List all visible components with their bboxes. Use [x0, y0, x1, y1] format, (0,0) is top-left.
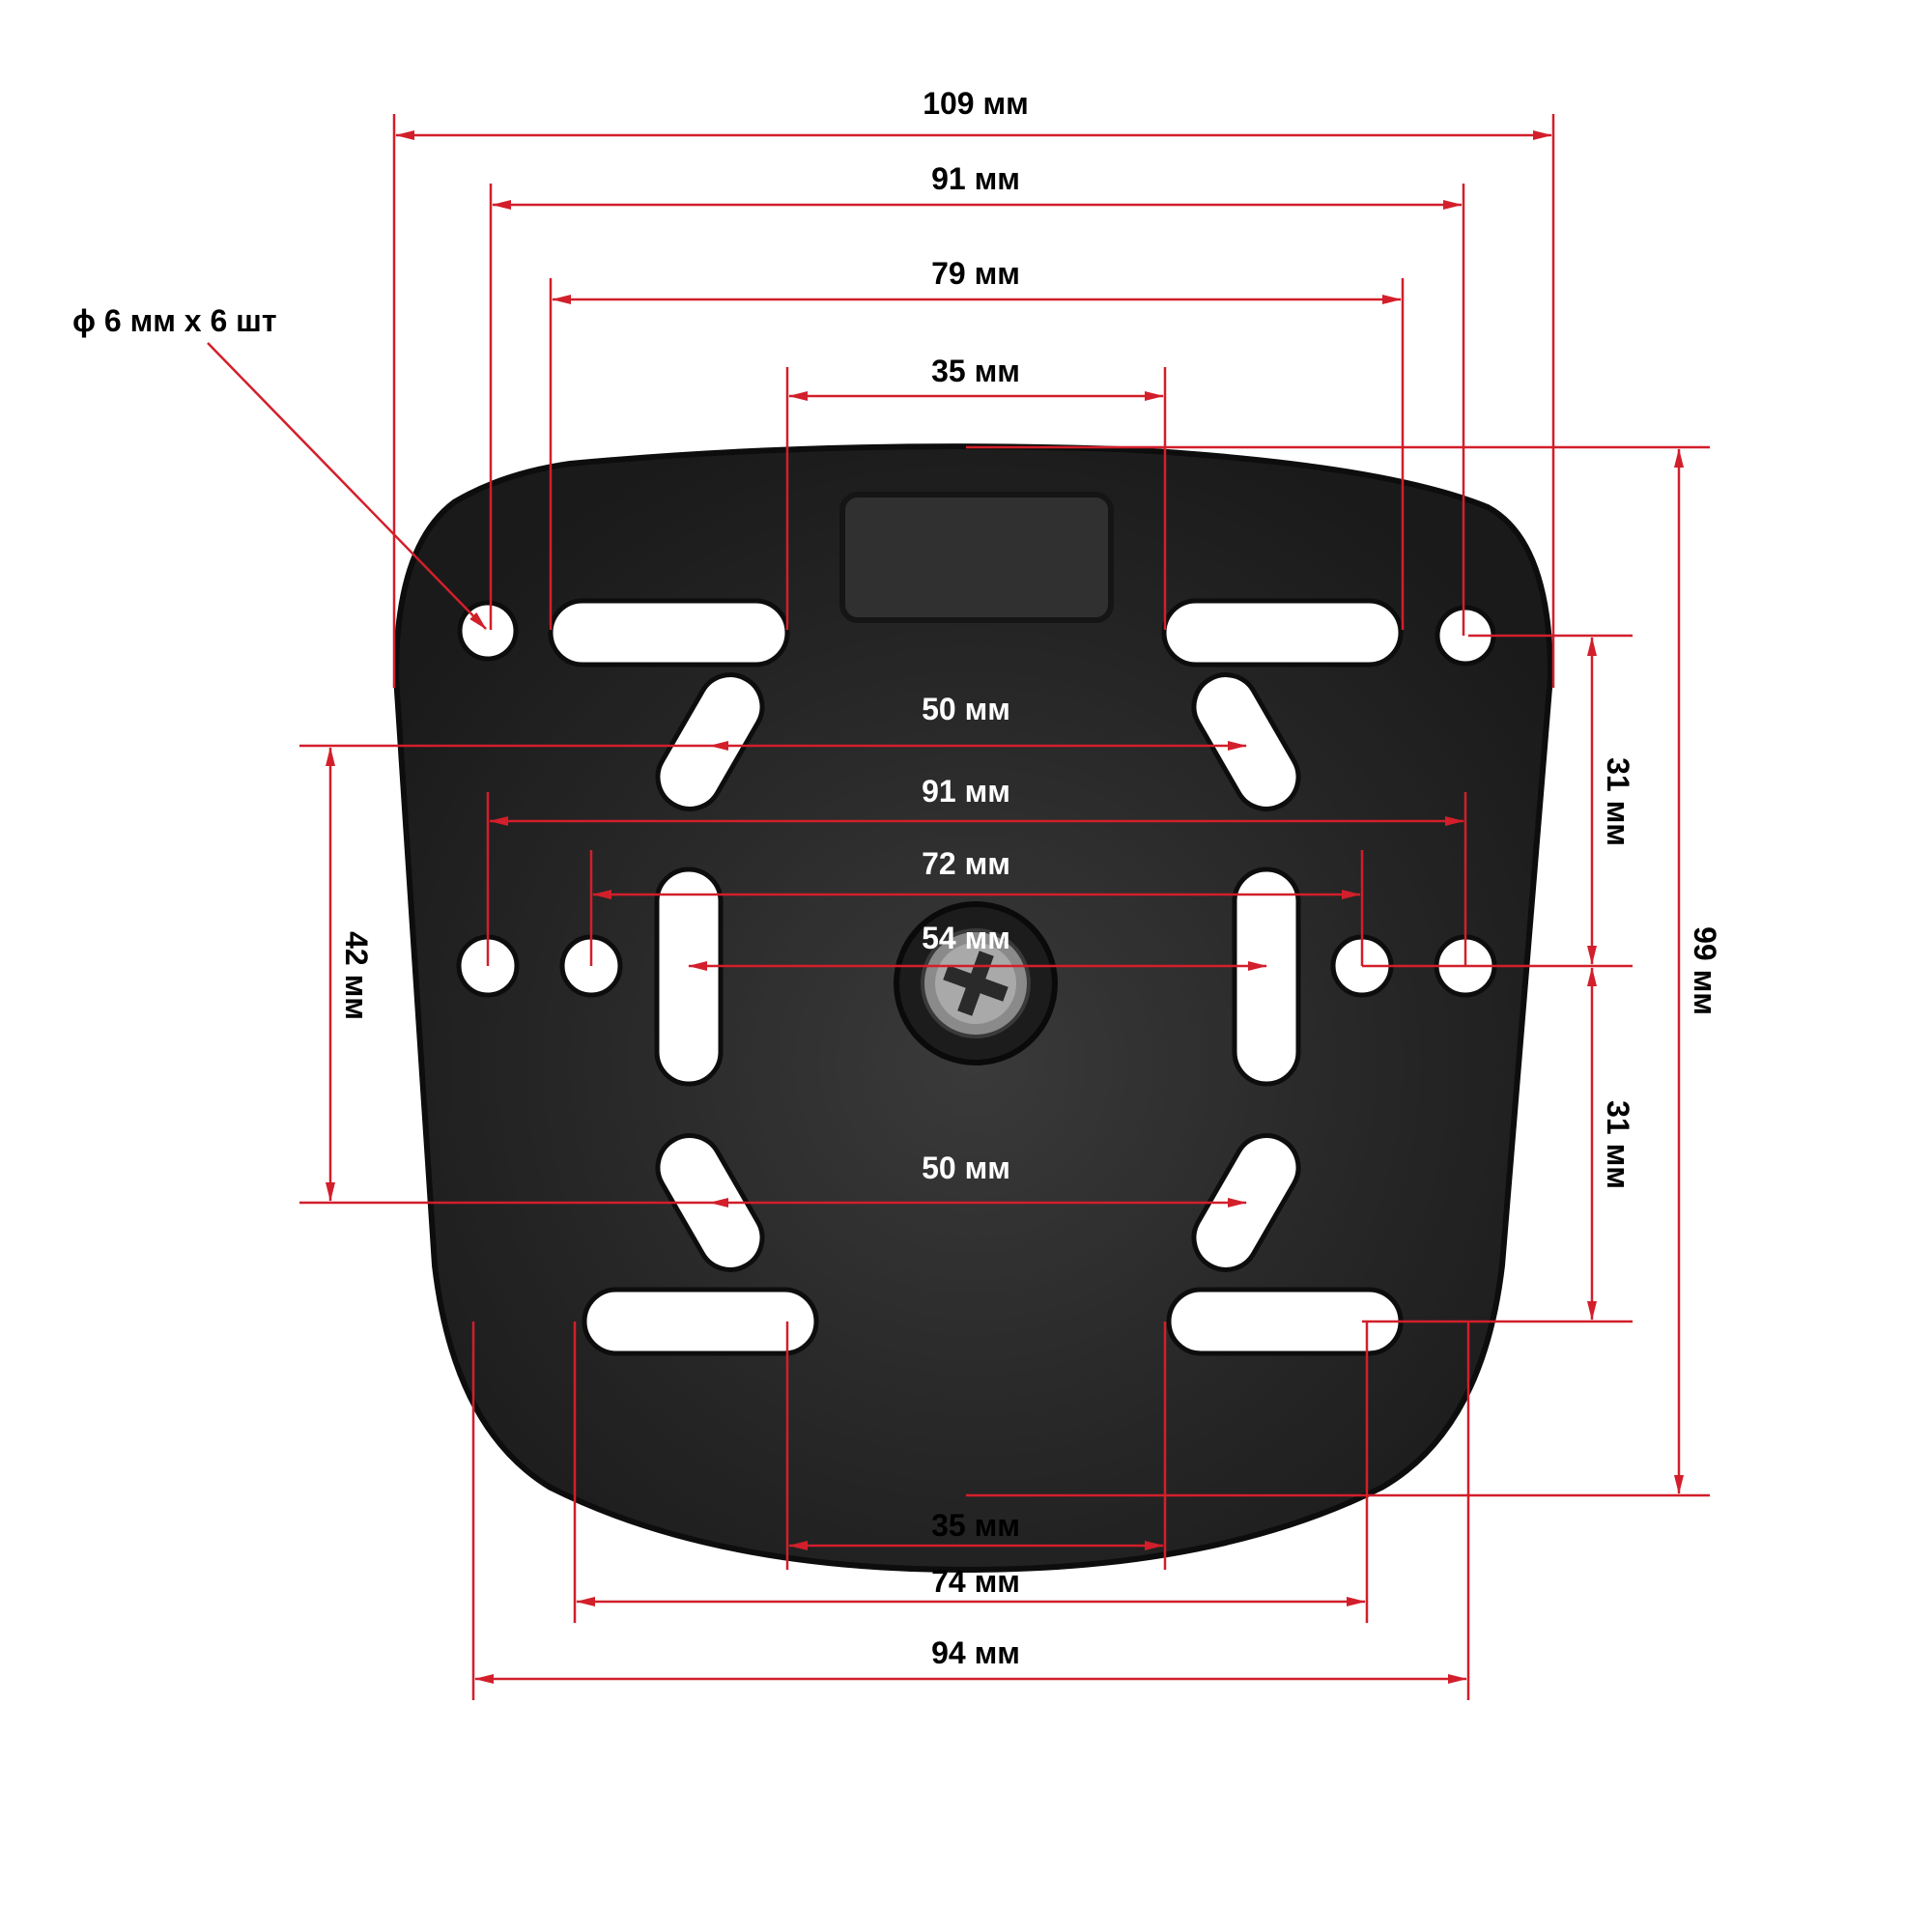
dimension-lines [207, 114, 1710, 1700]
label-slot-inner-top: 35 мм [931, 354, 1020, 388]
horizontal-slots [548, 598, 1404, 1356]
label-outer-holes: 91 мм [931, 161, 1020, 196]
label-right-lower: 31 мм [1601, 1100, 1635, 1189]
slot-top-right [1161, 598, 1404, 668]
label-overall-width: 109 мм [923, 86, 1029, 121]
slot-vertical-right [1232, 867, 1301, 1087]
slot-bottom-left [582, 1287, 819, 1356]
label-overall-height: 99 мм [1688, 926, 1722, 1015]
label-side-holes-outer: 91 мм [922, 774, 1010, 809]
label-slot-ends-top: 79 мм [931, 256, 1020, 291]
hole-note: ϕ 6 мм x 6 шт [72, 303, 277, 338]
label-slot-inner-bottom: 35 мм [931, 1508, 1020, 1543]
slot-top-left [548, 598, 790, 668]
mounting-plate [392, 443, 1554, 1574]
label-recess [839, 492, 1114, 623]
label-diagonal-upper: 50 мм [922, 692, 1010, 726]
label-side-holes-inner: 72 мм [922, 846, 1010, 881]
label-vertical-slots: 54 мм [922, 921, 1010, 955]
slot-vertical-left [654, 867, 724, 1087]
dimension-labels: ϕ 6 мм x 6 шт 109 мм 91 мм 79 мм 35 мм 5… [72, 86, 1722, 1670]
label-slot-ends-bottom: 74 мм [931, 1564, 1020, 1599]
label-bottom-width: 94 мм [931, 1635, 1020, 1670]
label-diagonal-lower: 50 мм [922, 1151, 1010, 1185]
label-right-upper: 31 мм [1601, 757, 1635, 846]
label-left-height: 42 мм [339, 931, 374, 1020]
vertical-slots [654, 867, 1301, 1087]
